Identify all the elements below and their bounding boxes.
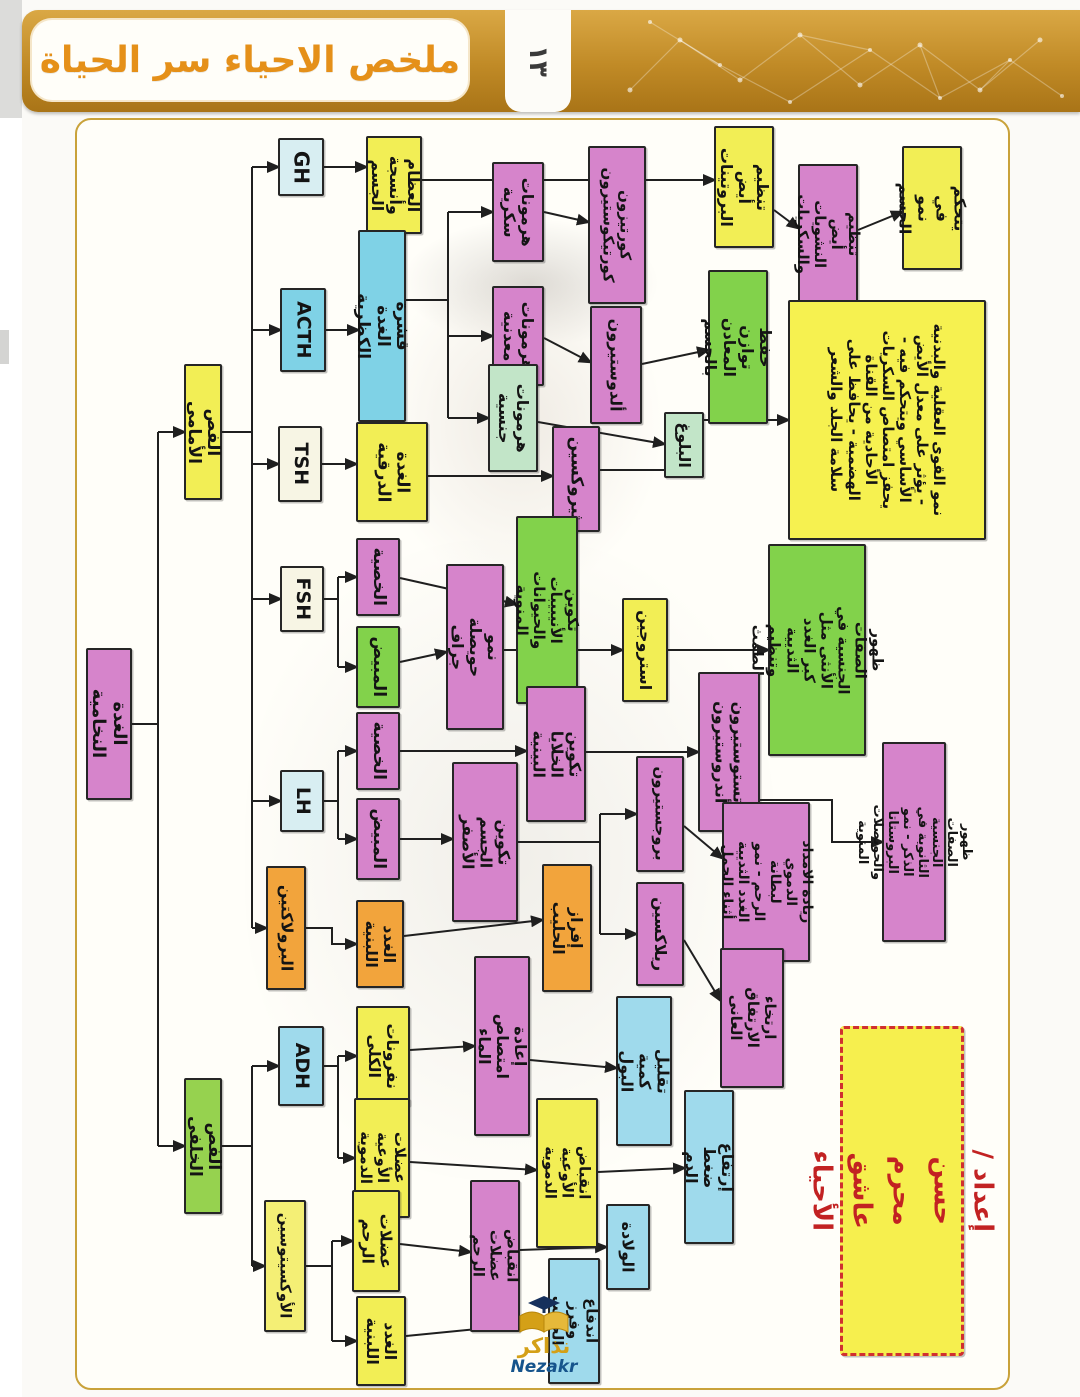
page-title-plate: ملخص الاحياء سر الحياة [30, 18, 470, 102]
connector-line [683, 825, 725, 860]
connector-line [641, 346, 711, 365]
connector-line [773, 209, 801, 230]
connector-line [529, 1059, 619, 1073]
graduation-book-icon [519, 1296, 569, 1333]
connector-line [857, 210, 905, 231]
connector-line [543, 211, 591, 226]
page-title: ملخص الاحياء سر الحياة [39, 39, 461, 81]
header-banner: ملخص الاحياء سر الحياة ١٣ [22, 10, 1080, 112]
connector-line [543, 337, 593, 364]
logo-latin-text: Nezakr [510, 1357, 578, 1377]
scrollbar-fragment-2 [0, 330, 9, 364]
connector-line [399, 1243, 473, 1257]
connector-line [306, 927, 359, 950]
connector-line [597, 1162, 687, 1175]
connector-line [683, 939, 722, 1003]
network-dots-decoration [627, 20, 1064, 104]
nezakr-logo: نذاكر Nezakr [486, 1294, 602, 1388]
connector-line [399, 648, 449, 663]
connector-line [399, 577, 519, 608]
page-number-notch: ١٣ [505, 10, 571, 112]
connector-line [519, 1241, 609, 1254]
connector-line [760, 799, 885, 848]
connector-line [537, 421, 667, 449]
connector-line [403, 915, 545, 937]
scrollbar-fragment [0, 0, 22, 118]
scan-left-gutter [0, 0, 22, 1397]
connector-line [409, 1161, 539, 1176]
logo-arabic-text: نذاكر [517, 1334, 571, 1358]
connector-line [600, 414, 791, 471]
connector-line [409, 1040, 477, 1053]
